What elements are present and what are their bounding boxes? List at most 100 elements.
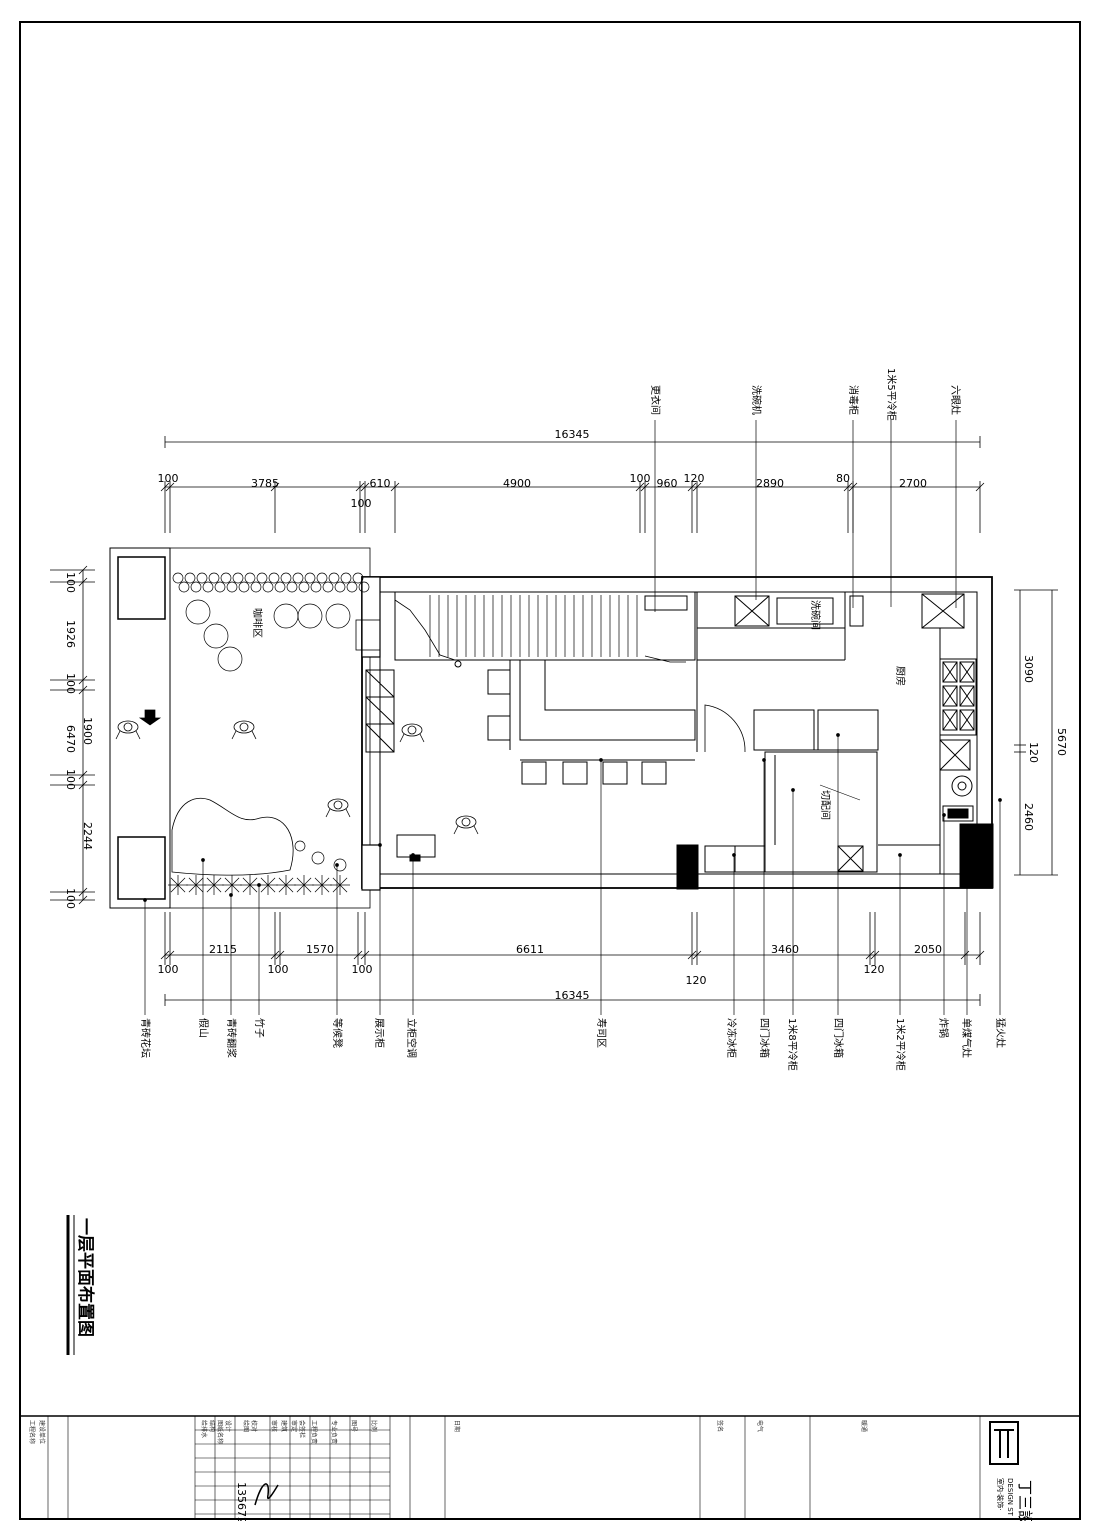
room-label-prep: 切配间 <box>819 790 832 820</box>
bamboo-leaf <box>303 884 312 893</box>
top-dimensions <box>160 436 985 533</box>
leader-dot <box>898 853 902 857</box>
title-block-company-en: DESIGN ST <box>1006 1478 1014 1517</box>
top-tick-slash <box>975 482 985 492</box>
bamboo-leaf <box>321 884 330 893</box>
dim-bottom-7: 100 <box>352 963 373 976</box>
person-arm <box>345 808 351 818</box>
bamboo-leaf <box>195 884 204 893</box>
shrub <box>328 572 340 584</box>
person-shoulders <box>327 798 349 812</box>
dim-top-6: 960 <box>657 477 678 490</box>
bamboo-leaf <box>177 884 186 893</box>
dim-right-2: 2460 <box>1022 803 1035 831</box>
person-head <box>461 817 471 827</box>
bamboo-leaf <box>188 877 197 886</box>
label-fridge-1-2m: 1米2平冷柜 <box>894 1018 907 1071</box>
title-block-fields: 工程名称建设单位图纸名称设计绘图校对审核审定工程负责专业负责图号比例日期签名电气… <box>28 1420 868 1444</box>
bamboo-leaf <box>249 877 258 886</box>
leader-dot <box>335 863 339 867</box>
title-block-phone: 13567256 <box>235 1482 248 1521</box>
title-block-field: 图纸名称 <box>216 1420 224 1444</box>
shrub <box>244 572 256 584</box>
shrub <box>250 581 262 593</box>
label-waiting-bench: 等候凳 <box>331 1018 344 1048</box>
person-head <box>407 725 417 735</box>
burner-cross <box>959 685 975 707</box>
burner <box>942 661 958 683</box>
bottom-tick-slash <box>353 950 363 960</box>
dim-bottom-5: 100 <box>158 963 179 976</box>
bamboo-leaf <box>339 884 348 893</box>
leader-dot <box>201 858 205 862</box>
leader-dot <box>257 883 261 887</box>
bottom-leaders <box>143 733 1002 1015</box>
burner <box>942 709 958 731</box>
left-tick-slash <box>78 780 88 790</box>
dim-top-4: 4900 <box>503 477 531 490</box>
dim-bottom-1: 1570 <box>306 943 334 956</box>
shrub <box>268 572 280 584</box>
left-tick-slash <box>78 685 88 695</box>
title-block-company-sub: 室内·装饰· <box>996 1478 1005 1510</box>
leader-dot <box>942 813 946 817</box>
title-block-field: 绘图 <box>242 1420 250 1432</box>
shrub <box>202 581 214 593</box>
bamboo-leaf <box>260 884 269 893</box>
leader-dot <box>143 898 147 902</box>
person-arm <box>453 825 459 835</box>
shrub <box>262 581 274 593</box>
shrub <box>184 572 196 584</box>
person-shoulders <box>117 720 139 734</box>
dim-bottom-3: 3460 <box>771 943 799 956</box>
title-block-field: 校对 <box>250 1420 258 1432</box>
bamboo-leaf <box>188 884 197 893</box>
title-block-field: 比例 <box>370 1420 378 1432</box>
label-six-burner-stove: 六眼灶 <box>949 385 962 415</box>
shrub <box>292 572 304 584</box>
burner-cross <box>942 685 958 707</box>
person-shoulders <box>233 720 255 734</box>
dim-top-7: 120 <box>684 472 705 485</box>
top-tick-slash <box>355 482 365 492</box>
person-arm <box>399 733 405 743</box>
left-dimensions <box>50 565 95 905</box>
leader-dot <box>998 798 1002 802</box>
bamboo-leaf <box>224 884 233 893</box>
shrub <box>346 581 358 593</box>
bamboo-leaf <box>213 884 222 893</box>
dim-left-1: 1926 <box>64 620 77 648</box>
top-tick-slash <box>390 482 400 492</box>
shrub <box>238 581 250 593</box>
shrub <box>316 572 328 584</box>
burner <box>959 661 975 683</box>
title-block-company-name: 丁三設 <box>1016 1480 1034 1521</box>
floor-plan <box>109 547 994 909</box>
room-label-cafe: 咖啡区 <box>251 608 263 638</box>
shrub <box>178 581 190 593</box>
garden-details <box>138 572 370 895</box>
top-tick-slash <box>640 482 650 492</box>
label-brick-planter: 青砖花坛 <box>139 1018 152 1058</box>
dim-left-2: 100 <box>64 673 77 694</box>
person-head <box>333 800 343 810</box>
bottom-tick-slash <box>275 950 285 960</box>
label-sushi-area: 寿司区 <box>595 1018 608 1048</box>
bottom-tick-slash <box>270 950 280 960</box>
label-wok-burner: 猛火灶 <box>994 1018 1007 1048</box>
bamboo-leaf <box>242 884 251 893</box>
leader-dot <box>378 843 382 847</box>
shrub <box>322 581 334 593</box>
bamboo-leaf <box>177 877 186 886</box>
bamboo-leaf <box>242 877 251 886</box>
leader-dot <box>791 788 795 792</box>
dim-bottom-4: 2050 <box>914 943 942 956</box>
bamboo-leaf <box>267 884 276 893</box>
shrub <box>304 572 316 584</box>
bamboo-leaf <box>206 884 215 893</box>
shrub <box>274 581 286 593</box>
person-arm <box>419 733 425 743</box>
dim-top-8: 2890 <box>756 477 784 490</box>
sheet-border <box>19 21 1081 1520</box>
shrub <box>358 581 370 593</box>
